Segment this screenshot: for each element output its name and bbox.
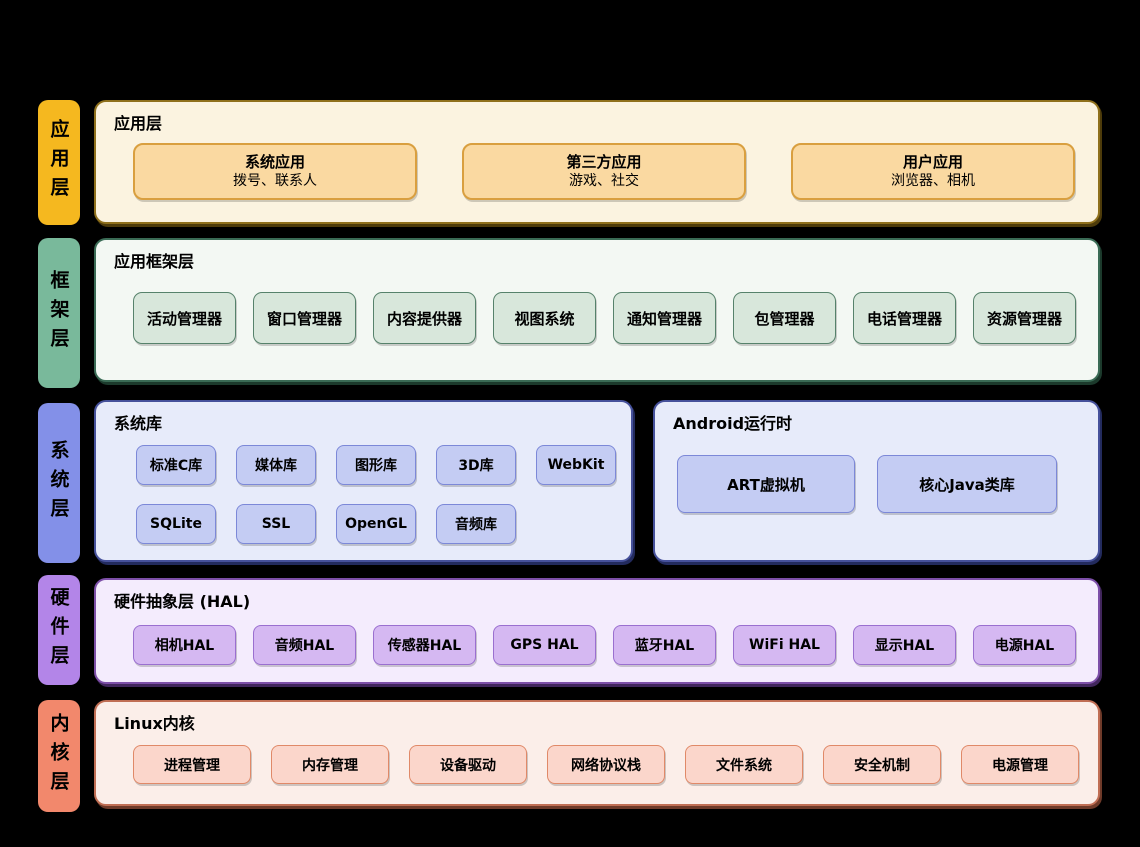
window-manager-node: 窗口管理器 (253, 292, 356, 344)
system-apps-node: 系统应用 拨号、联系人 (133, 143, 417, 200)
opengl-node: OpenGL (336, 504, 416, 544)
framework-layer-title: 应用框架层 (114, 252, 195, 271)
audio-library-node: 音频库 (436, 504, 516, 544)
notification-manager-node: 通知管理器 (613, 292, 716, 344)
linux-kernel-row: 进程管理 内存管理 设备驱动 网络协议栈 文件系统 安全机制 电源管理 (96, 745, 1098, 784)
3d-library-node: 3D库 (436, 445, 516, 485)
system-libraries-title: 系统库 (114, 414, 163, 433)
bluetooth-hal-node: 蓝牙HAL (613, 625, 716, 665)
third-party-apps-title: 第三方应用 (566, 153, 642, 171)
sensor-hal-node: 传感器HAL (373, 625, 476, 665)
application-layer-panel: 应用层 系统应用 拨号、联系人 第三方应用 游戏、社交 用户应用 浏览器、相机 (94, 100, 1100, 224)
view-system-node: 视图系统 (493, 292, 596, 344)
hal-panel: 硬件抽象层 (HAL) 相机HAL 音频HAL 传感器HAL GPS HAL 蓝… (94, 578, 1100, 684)
camera-hal-node: 相机HAL (133, 625, 236, 665)
layer-tab-hardware: 硬件层 (38, 575, 80, 685)
user-apps-title: 用户应用 (902, 153, 963, 171)
power-management-node: 电源管理 (961, 745, 1079, 784)
application-layer-row: 系统应用 拨号、联系人 第三方应用 游戏、社交 用户应用 浏览器、相机 (96, 143, 1098, 200)
art-vm-node: ART虚拟机 (677, 455, 855, 513)
process-management-node: 进程管理 (133, 745, 251, 784)
android-runtime-row: ART虚拟机 核心Java类库 (655, 455, 1098, 513)
telephony-manager-node: 电话管理器 (853, 292, 956, 344)
libc-node: 标准C库 (136, 445, 216, 485)
hal-row: 相机HAL 音频HAL 传感器HAL GPS HAL 蓝牙HAL WiFi HA… (96, 625, 1098, 665)
ssl-node: SSL (236, 504, 316, 544)
content-provider-node: 内容提供器 (373, 292, 476, 344)
layer-tab-application: 应用层 (38, 100, 80, 225)
display-hal-node: 显示HAL (853, 625, 956, 665)
application-layer-title: 应用层 (114, 114, 163, 133)
system-libraries-row-2: SQLite SSL OpenGL 音频库 (96, 504, 631, 544)
system-libraries-panel: 系统库 标准C库 媒体库 图形库 3D库 WebKit SQLite SSL O… (94, 400, 633, 562)
network-stack-node: 网络协议栈 (547, 745, 665, 784)
linux-kernel-panel: Linux内核 进程管理 内存管理 设备驱动 网络协议栈 文件系统 安全机制 电… (94, 700, 1100, 806)
layer-tab-framework: 框架层 (38, 238, 80, 388)
third-party-apps-subtitle: 游戏、社交 (569, 173, 639, 189)
framework-layer-row: 活动管理器 窗口管理器 内容提供器 视图系统 通知管理器 包管理器 电话管理器 … (96, 292, 1098, 344)
layer-tab-kernel: 内核层 (38, 700, 80, 812)
activity-manager-node: 活动管理器 (133, 292, 236, 344)
security-mechanism-node: 安全机制 (823, 745, 941, 784)
framework-layer-panel: 应用框架层 活动管理器 窗口管理器 内容提供器 视图系统 通知管理器 包管理器 … (94, 238, 1100, 382)
file-system-node: 文件系统 (685, 745, 803, 784)
user-apps-node: 用户应用 浏览器、相机 (791, 143, 1075, 200)
sqlite-node: SQLite (136, 504, 216, 544)
gps-hal-node: GPS HAL (493, 625, 596, 665)
third-party-apps-node: 第三方应用 游戏、社交 (462, 143, 746, 200)
system-apps-subtitle: 拨号、联系人 (233, 173, 317, 189)
system-libraries-row-1: 标准C库 媒体库 图形库 3D库 WebKit (96, 445, 631, 485)
user-apps-subtitle: 浏览器、相机 (891, 173, 975, 189)
android-runtime-title: Android运行时 (673, 414, 793, 433)
package-manager-node: 包管理器 (733, 292, 836, 344)
audio-hal-node: 音频HAL (253, 625, 356, 665)
graphics-library-node: 图形库 (336, 445, 416, 485)
memory-management-node: 内存管理 (271, 745, 389, 784)
android-runtime-panel: Android运行时 ART虚拟机 核心Java类库 (653, 400, 1100, 562)
layer-tab-system: 系统层 (38, 403, 80, 563)
webkit-node: WebKit (536, 445, 616, 485)
hal-title: 硬件抽象层 (HAL) (114, 592, 251, 611)
device-drivers-node: 设备驱动 (409, 745, 527, 784)
wifi-hal-node: WiFi HAL (733, 625, 836, 665)
system-apps-title: 系统应用 (244, 153, 305, 171)
core-java-libraries-node: 核心Java类库 (877, 455, 1057, 513)
media-library-node: 媒体库 (236, 445, 316, 485)
linux-kernel-title: Linux内核 (114, 714, 195, 733)
power-hal-node: 电源HAL (973, 625, 1076, 665)
resource-manager-node: 资源管理器 (973, 292, 1076, 344)
